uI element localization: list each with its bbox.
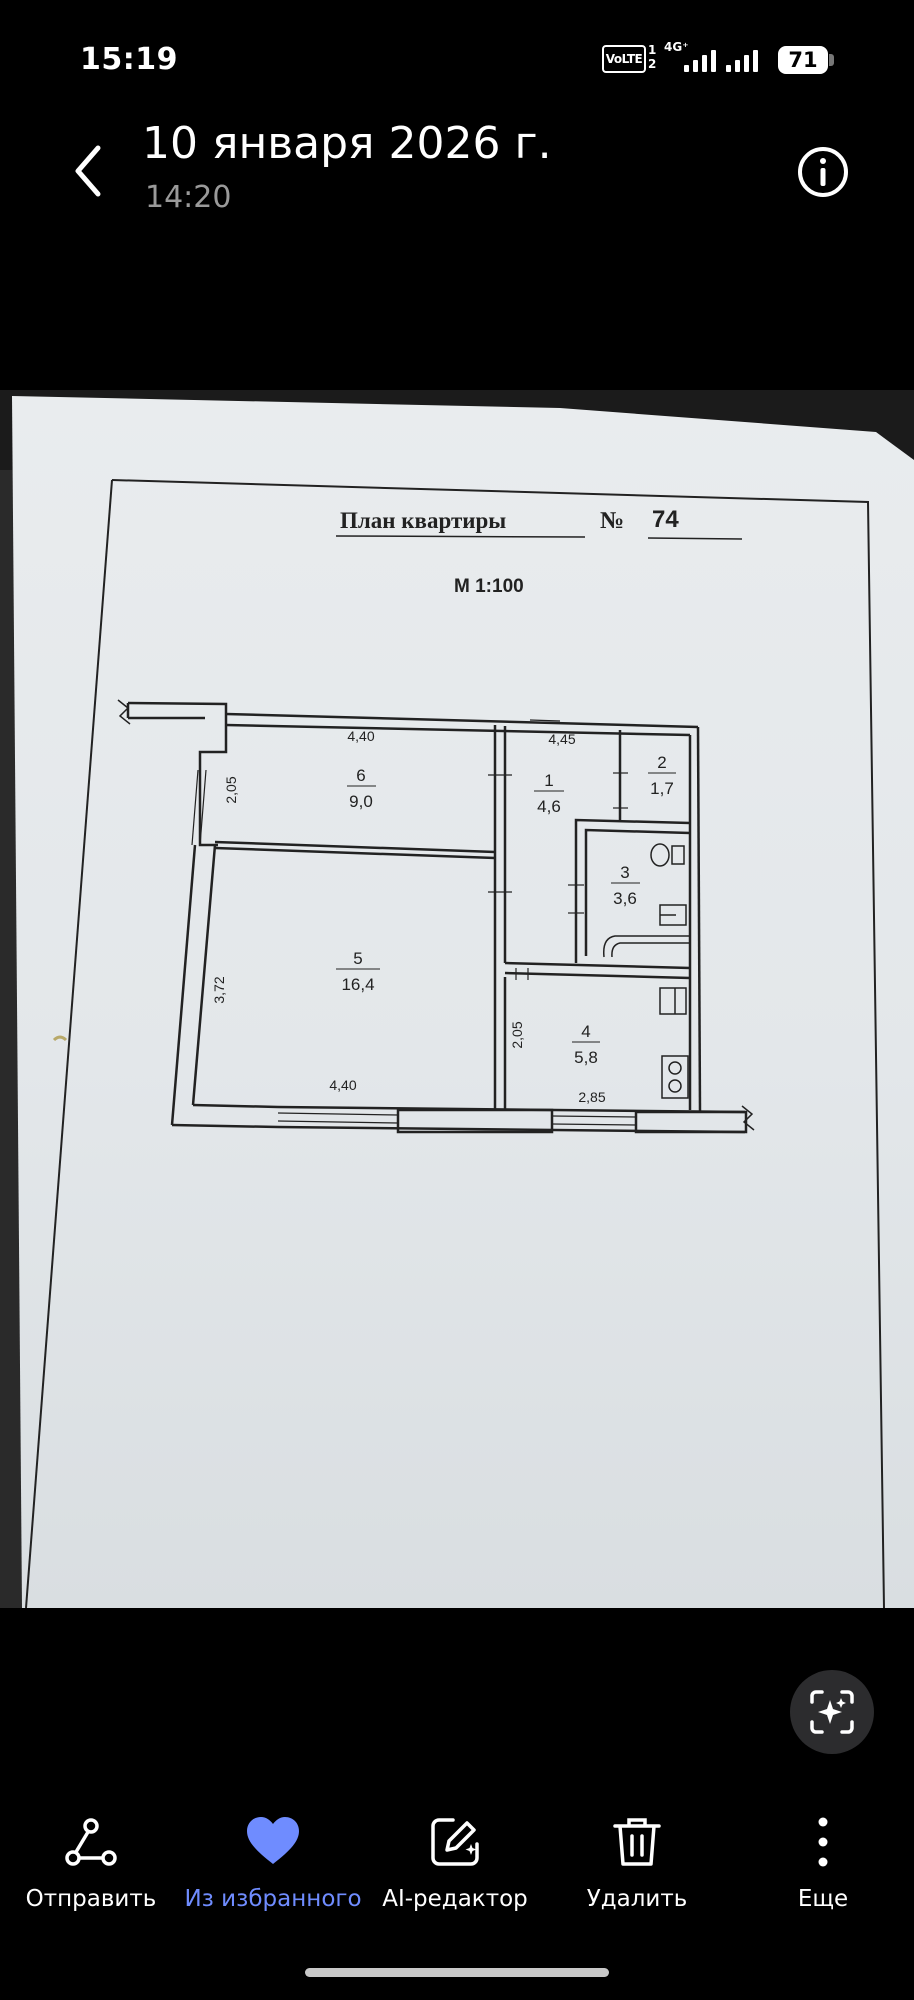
ai-enhance-button[interactable] — [790, 1670, 874, 1754]
more-button[interactable]: Еще — [732, 1800, 914, 1930]
bottom-toolbar: Отправить Из избранного AI-редактор — [0, 1800, 914, 1930]
delete-label: Удалить — [586, 1886, 688, 1912]
status-bar: 15:19 VoLTE 1 2 4G⁺ 71 — [0, 0, 914, 120]
dim-room5-width: 4,40 — [329, 1077, 356, 1093]
plan-scale: М 1:100 — [454, 576, 524, 597]
more-vertical-icon — [818, 1817, 828, 1867]
room-6-area: 9,0 — [349, 792, 373, 811]
more-label: Еще — [797, 1886, 849, 1912]
volte-badge: VoLTE — [602, 45, 646, 73]
room-2-number: 2 — [657, 753, 666, 772]
sparkle-frame-icon — [810, 1690, 854, 1734]
door-marks — [488, 772, 628, 980]
dim-corridor-width: 4,45 — [548, 731, 575, 747]
room-1-number: 1 — [544, 771, 553, 790]
dimension-labels: 4,40 4,45 2,05 3,72 4,40 2,05 2,85 — [211, 728, 606, 1105]
signal-sim1-icon — [684, 48, 716, 72]
info-icon — [798, 147, 848, 197]
room-labels: 6 9,0 5 16,4 1 4,6 2 1,7 3 3,6 4 5,8 — [336, 753, 676, 1067]
room-2-area: 1,7 — [650, 779, 674, 798]
sim-numbers: 1 2 — [648, 43, 657, 71]
status-time: 15:19 — [80, 42, 178, 77]
share-icon — [65, 1818, 117, 1866]
dim-room6-width: 4,40 — [347, 728, 374, 744]
ai-editor-label: AI-редактор — [382, 1886, 528, 1912]
room-5-area: 16,4 — [341, 975, 374, 994]
bathroom-fixtures — [602, 843, 690, 1099]
battery-tip — [829, 54, 834, 66]
room-4-area: 5,8 — [574, 1048, 598, 1067]
floor-plan-photo: План квартиры № 74 М 1:100 — [0, 390, 914, 1608]
ai-edit-icon — [431, 1818, 479, 1866]
share-button[interactable]: Отправить — [0, 1800, 182, 1930]
signal-sim2-icon — [726, 48, 758, 72]
plan-title: План квартиры — [340, 508, 506, 533]
home-indicator[interactable] — [305, 1968, 609, 1977]
photo-date-title: 10 января 2026 г. — [142, 118, 552, 169]
favorite-label: Из избранного — [184, 1886, 362, 1912]
room-5-number: 5 — [353, 949, 362, 968]
chevron-left-icon — [75, 145, 101, 197]
info-button[interactable] — [795, 144, 851, 200]
network-type: 4G⁺ — [664, 40, 689, 54]
favorite-button[interactable]: Из избранного — [182, 1800, 364, 1930]
room-3-number: 3 — [620, 863, 629, 882]
trash-icon — [613, 1818, 661, 1866]
share-label: Отправить — [25, 1886, 157, 1912]
photo-viewer[interactable]: План квартиры № 74 М 1:100 — [0, 390, 914, 1608]
battery-icon: 71 — [778, 46, 828, 74]
plan-number: 74 — [652, 506, 679, 533]
back-button[interactable] — [62, 138, 118, 204]
dim-room6-depth: 2,05 — [223, 776, 239, 803]
room-3-area: 3,6 — [613, 889, 637, 908]
room-6-number: 6 — [356, 766, 365, 785]
room-4-number: 4 — [581, 1022, 590, 1041]
dim-kitchen-width: 2,85 — [578, 1089, 605, 1105]
ai-editor-button[interactable]: AI-редактор — [364, 1800, 546, 1930]
delete-button[interactable]: Удалить — [546, 1800, 728, 1930]
room-1-area: 4,6 — [537, 797, 561, 816]
paper-sheet — [12, 396, 914, 1608]
plan-number-sign: № — [600, 508, 624, 534]
windows — [191, 719, 637, 1126]
dim-room5-depth: 3,72 — [211, 976, 227, 1003]
heart-filled-icon — [247, 1817, 299, 1864]
photo-time-subtitle: 14:20 — [145, 180, 232, 215]
dim-kitchen-depth: 2,05 — [509, 1021, 525, 1048]
floor-plan-walls — [126, 701, 748, 1134]
